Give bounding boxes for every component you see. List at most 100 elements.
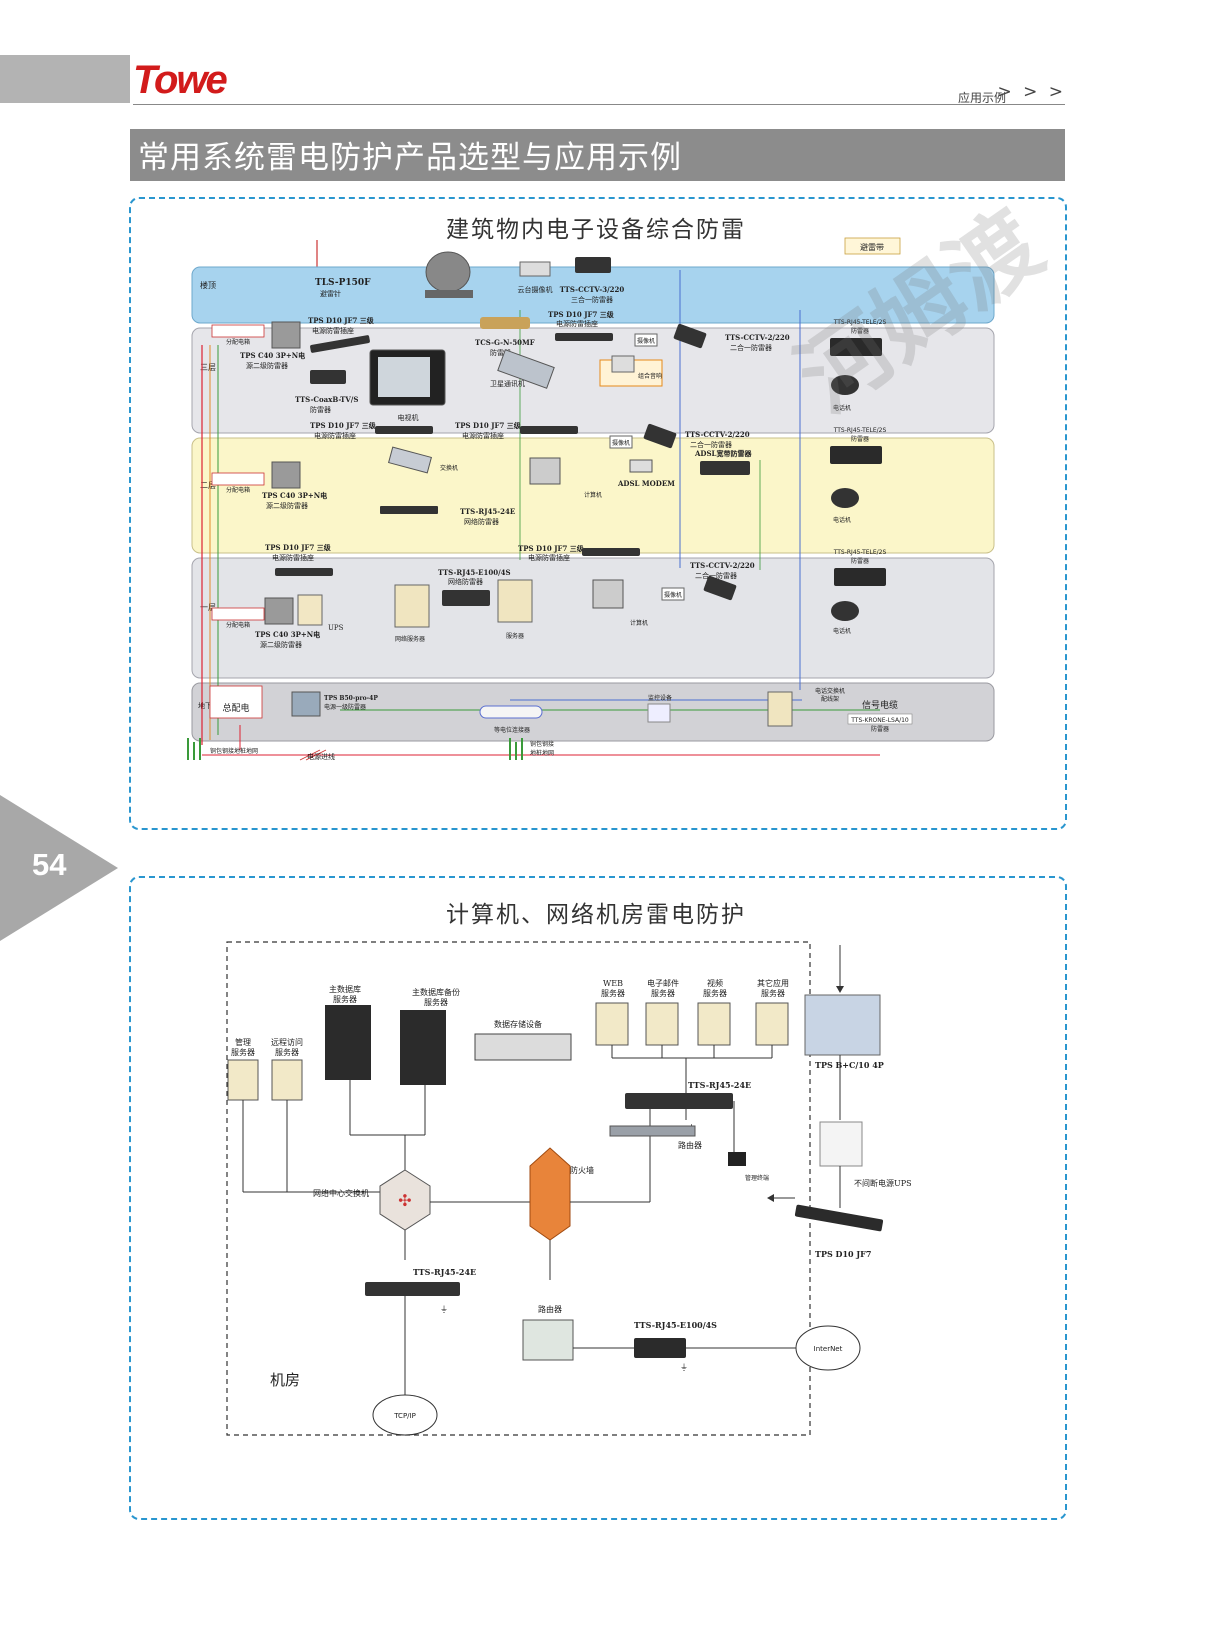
f2-phone-icon <box>831 488 859 508</box>
f3-phone-icon <box>831 375 859 395</box>
power-spd-label: TPS B+C/10 4P <box>815 1060 884 1070</box>
f2-cctv-icon <box>643 423 677 449</box>
f1-tele-spd-sublabel: 防雷器 <box>851 557 869 565</box>
f2-cctv-label: TTS-CCTV-2/220 <box>685 430 750 439</box>
f2-tele-spd-label: TTS-RJ45-TELE/2S <box>833 427 887 434</box>
f1-camera-icon <box>661 587 685 601</box>
f1-dist-box-icon <box>211 607 265 621</box>
f3-cctv-label: TTS-CCTV-2/220 <box>725 333 790 342</box>
diagram-computer-room-title: 计算机、网络机房雷电防护 <box>446 902 746 928</box>
tv-label: 电视机 <box>398 413 419 422</box>
adsl-modem-icon <box>629 459 653 473</box>
router-bottom-label: 路由器 <box>538 1304 562 1314</box>
switch-icon <box>387 446 433 474</box>
f2-phone-label: 电话机 <box>833 516 851 524</box>
power-spd-icon <box>804 994 881 1056</box>
f3-tele-spd-label: TTS-RJ45-TELE/2S <box>833 319 887 326</box>
f1-camera-label: 摄像机 <box>664 591 682 599</box>
header-rule <box>133 104 1065 105</box>
f1-tele-spd-icon <box>834 568 886 586</box>
mail-server-label: 电子邮件 <box>647 978 679 988</box>
firewall-label: 防火墙 <box>570 1165 594 1175</box>
f2-socket2-sublabel: 电源防雷插座 <box>462 431 504 440</box>
cctv3-sublabel: 三合一防雷器 <box>571 295 613 304</box>
main-db-server-icon <box>325 1005 371 1080</box>
ground-rod-icon-1 <box>187 738 201 760</box>
floor3-label: 三层 <box>200 363 216 372</box>
audio-label: 组合音响 <box>638 372 662 380</box>
diagram-box-computer-room <box>129 876 1067 1520</box>
cctv3-label: TTS-CCTV-3/220 <box>560 285 625 294</box>
f1-power-spd-sublabel: 源二级防雷器 <box>260 640 302 649</box>
spd-e100-icon <box>634 1338 686 1358</box>
belt-label: 避雷带 <box>860 242 884 252</box>
equi-bar-label: 等电位连接器 <box>494 726 530 734</box>
floor1-label: 一层 <box>200 603 216 612</box>
f3-power-spd-label: TPS C40 3P+N电 <box>240 351 305 360</box>
mail-server-icon <box>645 1002 679 1046</box>
f3-cctv-sublabel: 二合一防雷器 <box>730 343 772 352</box>
krone-box <box>847 713 913 725</box>
main-dist-label: 总配电 <box>222 702 249 714</box>
power-socket-label: TPS D10 JF7 <box>815 1249 871 1259</box>
router-bottom-icon <box>522 1319 574 1361</box>
main-db-sublabel: 服务器 <box>333 994 357 1004</box>
ptz-camera-label: 云台摄像机 <box>518 285 553 294</box>
mgmt-server-sublabel: 服务器 <box>231 1047 255 1057</box>
f2-camera-icon <box>609 435 633 449</box>
ground-rod-icon-2 <box>509 738 523 760</box>
f1-power-spd-icon <box>264 597 294 625</box>
core-switch-label: 网络中心交换机 <box>313 1188 369 1198</box>
sat-spd-icon <box>480 317 530 329</box>
f1-computer-label: 计算机 <box>630 619 648 627</box>
video-server-icon <box>697 1002 731 1046</box>
signal-cable-label: 信号电缆 <box>862 699 898 711</box>
net-server-label: 网络服务器 <box>395 635 425 643</box>
web-server-sublabel: 服务器 <box>601 988 625 998</box>
lightning-rod-sublabel: 避雷针 <box>320 289 341 298</box>
web-server-icon <box>595 1002 629 1046</box>
f3-dist-box-icon <box>211 324 265 338</box>
f2-net-spd-label: TTS-RJ45-24E <box>460 507 515 516</box>
power-socket-icon <box>794 1204 884 1232</box>
f2-socket2-label: TPS D10 JF7 三级 <box>455 421 522 430</box>
internet-cloud-icon <box>795 1325 861 1371</box>
f2-computer-label: 计算机 <box>584 491 602 499</box>
f2-camera-label: 摄像机 <box>612 439 630 447</box>
f3-tele-spd-icon <box>830 338 882 356</box>
machine-room-border <box>226 941 811 1436</box>
f3-socket2-label: TPS D10 JF7 三级 <box>548 310 615 319</box>
spd-e100-label: TTS-RJ45-E100/4S <box>634 1320 717 1330</box>
header-grey-tab <box>0 55 130 103</box>
f3-tele-spd-sublabel: 防雷器 <box>851 327 869 335</box>
f3-socket-icon <box>310 335 370 353</box>
f3-socket2-icon <box>555 333 613 341</box>
mail-server-sublabel: 服务器 <box>651 988 675 998</box>
satellite-dish-icon <box>425 251 473 298</box>
f2-power-spd-sublabel: 源二级防雷器 <box>266 501 308 510</box>
pbx-icon <box>767 691 793 727</box>
f3-camera-label: 摄像机 <box>637 337 655 345</box>
f2-socket-label: TPS D10 JF7 三级 <box>310 421 377 430</box>
ground-bottom-icon: ⏚ <box>440 1305 448 1314</box>
internet-label: InterNet <box>814 1345 843 1353</box>
video-server-sublabel: 服务器 <box>703 988 727 998</box>
monitor-icon <box>647 703 671 723</box>
section-label: 应用示例 <box>958 87 1006 106</box>
router-top-icon <box>609 1125 696 1137</box>
computer-room-diagram: 机房 WEB 服务器 电子邮件 服务器 视频 服务器 其它应用 服务器 TTS-… <box>226 941 912 1436</box>
ptz-camera-icon <box>519 261 551 277</box>
basement-band <box>191 682 995 742</box>
f3-camera-icon <box>634 333 658 347</box>
spd-bottom-icon <box>365 1282 460 1296</box>
f3-power-spd-icon <box>271 321 301 349</box>
f1-cctv-icon <box>703 575 737 601</box>
f2-tele-spd-icon <box>830 446 882 464</box>
f2-net-spd-icon <box>380 506 438 514</box>
mgmt-terminal-label: 管理终端 <box>745 1174 769 1182</box>
f3-cctv-icon <box>673 323 707 349</box>
page-number-tab <box>0 795 118 941</box>
backup-db-sublabel: 服务器 <box>424 997 448 1007</box>
f3-power-spd-sublabel: 源二级防雷器 <box>246 361 288 370</box>
router-top-label: 路由器 <box>678 1140 702 1150</box>
